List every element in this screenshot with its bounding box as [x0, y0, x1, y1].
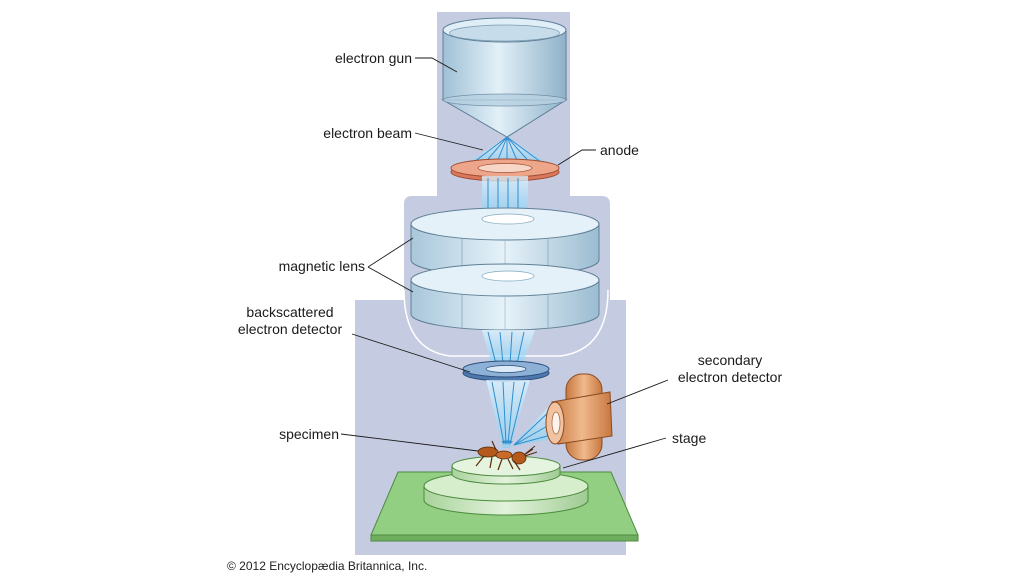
leader-stage	[562, 437, 667, 469]
leader-secondary	[606, 379, 669, 405]
label-backscattered-line2: electron detector	[237, 321, 343, 337]
label-anode: anode	[600, 142, 639, 158]
label-specimen: specimen	[279, 426, 339, 442]
label-stage: stage	[672, 430, 707, 446]
electron-gun	[441, 17, 568, 138]
leader-magnetic-lens-b	[367, 266, 414, 293]
leader-lines	[340, 57, 669, 469]
label-backscattered-line1: backscattered	[246, 304, 334, 320]
leader-electron-gun	[415, 57, 458, 73]
leader-magnetic-lens-a	[367, 237, 414, 268]
label-secondary-line2: electron detector	[677, 369, 783, 385]
label-magnetic-lens: magnetic lens	[278, 258, 365, 274]
electron-beam-lower	[482, 330, 535, 366]
label-electron-beam: electron beam	[323, 125, 412, 141]
backscattered-electron-detector	[462, 360, 550, 382]
magnetic-lens-upper	[410, 207, 600, 277]
electron-beam-top	[462, 136, 552, 166]
label-secondary-electron-detector: secondary electron detector	[662, 352, 798, 386]
secondary-electron-detector	[545, 373, 613, 461]
copyright-notice: © 2012 Encyclopædia Britannica, Inc.	[227, 559, 428, 573]
label-secondary-line1: secondary	[697, 352, 763, 368]
label-backscattered-electron-detector: backscattered electron detector	[222, 304, 358, 338]
leader-electron-beam	[414, 132, 484, 151]
leader-anode	[557, 149, 596, 166]
magnetic-lens-lower	[410, 263, 600, 331]
leader-backscattered	[351, 333, 471, 373]
label-electron-gun: electron gun	[334, 50, 412, 66]
specimen-insect	[475, 440, 538, 471]
stage	[423, 455, 589, 516]
electron-beam-specimen	[486, 380, 530, 448]
leader-specimen	[340, 433, 479, 452]
